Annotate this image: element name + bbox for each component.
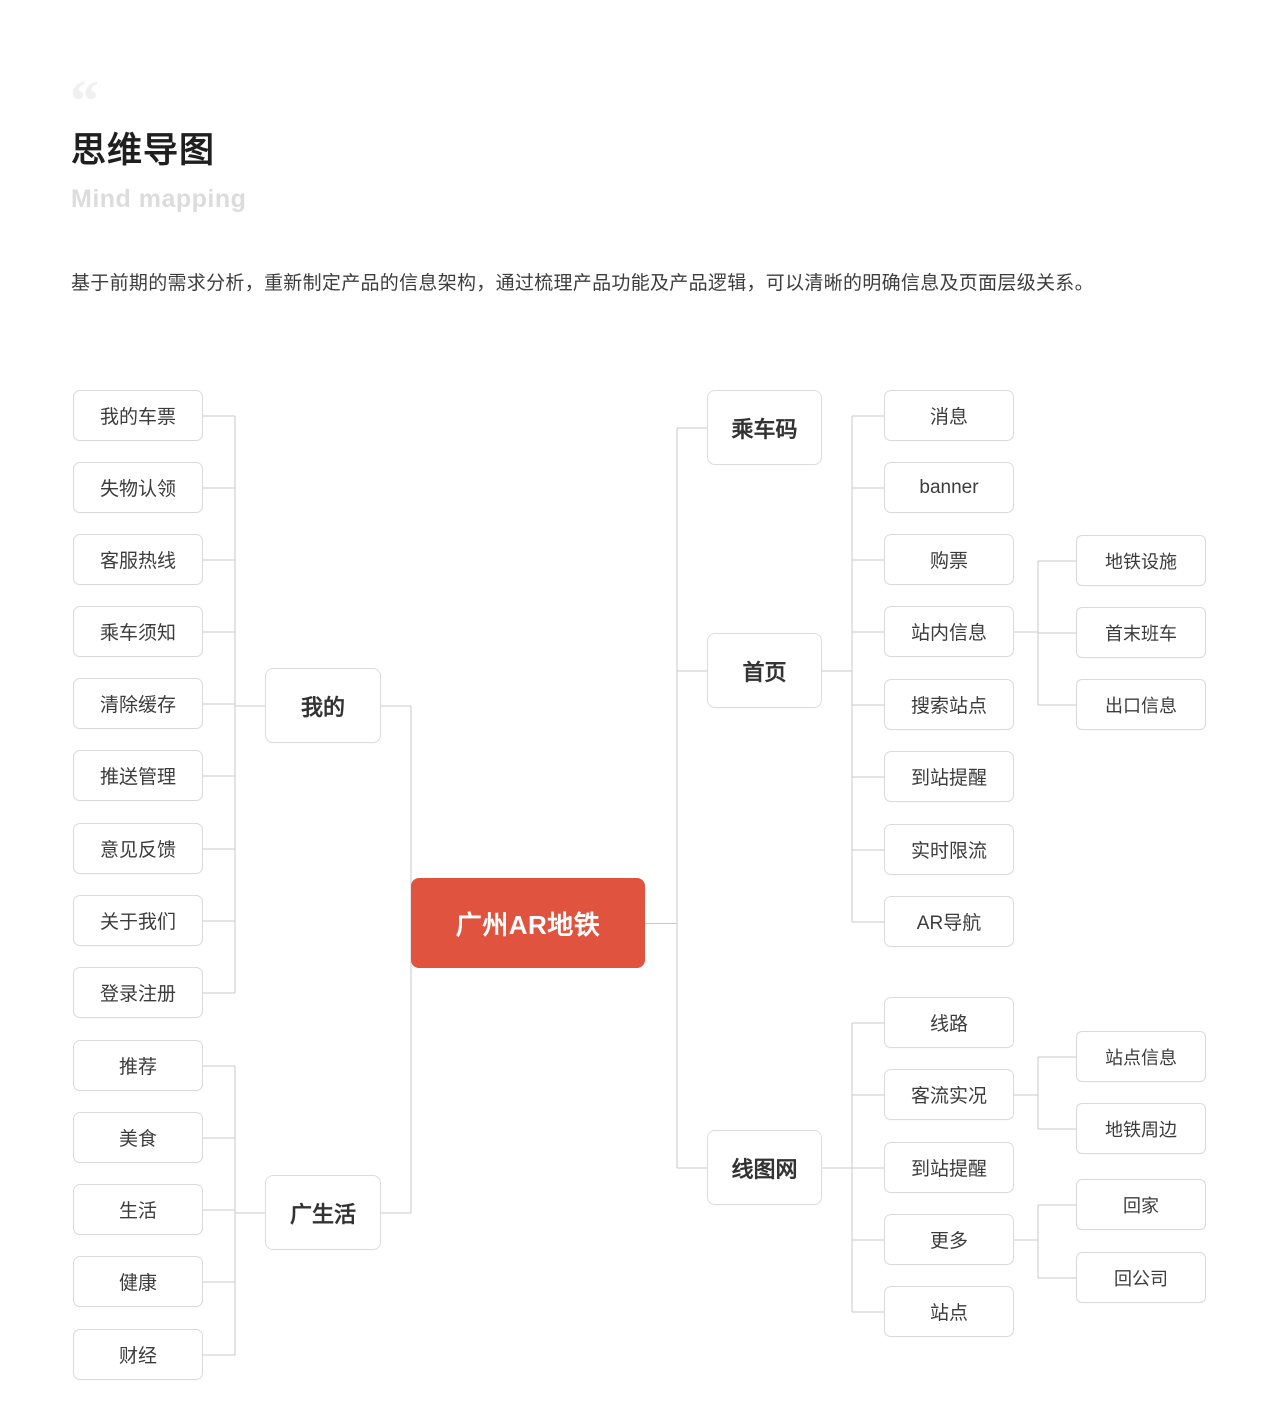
node-客流实况[interactable]: 客流实况 xyxy=(884,1069,1014,1120)
node-ar导航[interactable]: AR导航 xyxy=(884,896,1014,947)
node-label: 到站提醒 xyxy=(910,1159,987,1180)
node-财经[interactable]: 财经 xyxy=(73,1329,203,1380)
node-我的车票[interactable]: 我的车票 xyxy=(73,390,203,441)
node-登录注册[interactable]: 登录注册 xyxy=(73,967,203,1018)
node-搜索站点[interactable]: 搜索站点 xyxy=(884,679,1014,730)
node-更多[interactable]: 更多 xyxy=(884,1214,1014,1265)
node-健康[interactable]: 健康 xyxy=(73,1256,203,1307)
node-label: 站内信息 xyxy=(910,623,987,644)
node-label: 实时限流 xyxy=(910,841,987,862)
node-首末班车[interactable]: 首末班车 xyxy=(1076,607,1206,658)
node-label: 更多 xyxy=(929,1231,968,1252)
node-label: 推荐 xyxy=(118,1057,157,1078)
node-label: 我的车票 xyxy=(99,407,176,428)
node-消息[interactable]: 消息 xyxy=(884,390,1014,441)
page-description: 基于前期的需求分析，重新制定产品的信息架构，通过梳理产品功能及产品逻辑，可以清晰… xyxy=(71,273,1094,294)
node-到站提醒[interactable]: 到站提醒 xyxy=(884,1142,1014,1193)
root-node-广州ar地铁[interactable]: 广州AR地铁 xyxy=(411,878,645,968)
node-地铁周边[interactable]: 地铁周边 xyxy=(1076,1103,1206,1154)
node-回家[interactable]: 回家 xyxy=(1076,1179,1206,1230)
node-label: 购票 xyxy=(929,551,968,572)
node-label: 财经 xyxy=(118,1346,157,1367)
node-回公司[interactable]: 回公司 xyxy=(1076,1252,1206,1303)
node-label: 线图网 xyxy=(731,1156,798,1182)
node-购票[interactable]: 购票 xyxy=(884,534,1014,585)
node-label: 首页 xyxy=(742,659,787,685)
node-label: 客流实况 xyxy=(910,1086,987,1107)
node-label: 搜索站点 xyxy=(910,696,987,717)
node-label: 清除缓存 xyxy=(99,695,176,716)
node-label: banner xyxy=(919,476,979,498)
node-label: 站点 xyxy=(929,1303,968,1324)
node-label: 乘车码 xyxy=(731,416,798,442)
node-label: 失物认领 xyxy=(99,479,176,500)
node-label: 首末班车 xyxy=(1105,623,1177,644)
node-到站提醒[interactable]: 到站提醒 xyxy=(884,751,1014,802)
node-推荐[interactable]: 推荐 xyxy=(73,1040,203,1091)
node-label: 客服热线 xyxy=(99,551,176,572)
node-label: 回家 xyxy=(1123,1195,1159,1216)
node-label: 意见反馈 xyxy=(99,840,176,861)
node-实时限流[interactable]: 实时限流 xyxy=(884,824,1014,875)
branch-node-首页[interactable]: 首页 xyxy=(707,633,822,708)
node-美食[interactable]: 美食 xyxy=(73,1112,203,1163)
branch-node-乘车码[interactable]: 乘车码 xyxy=(707,390,822,465)
node-推送管理[interactable]: 推送管理 xyxy=(73,750,203,801)
node-清除缓存[interactable]: 清除缓存 xyxy=(73,678,203,729)
node-生活[interactable]: 生活 xyxy=(73,1184,203,1235)
node-label: 我的 xyxy=(300,694,345,720)
node-站点[interactable]: 站点 xyxy=(884,1286,1014,1337)
node-label: 回公司 xyxy=(1114,1268,1168,1289)
branch-node-我的[interactable]: 我的 xyxy=(265,668,381,743)
node-label: 消息 xyxy=(929,407,968,428)
node-意见反馈[interactable]: 意见反馈 xyxy=(73,823,203,874)
node-label: 乘车须知 xyxy=(99,623,176,644)
node-label: 地铁设施 xyxy=(1105,551,1177,572)
node-客服热线[interactable]: 客服热线 xyxy=(73,534,203,585)
node-出口信息[interactable]: 出口信息 xyxy=(1076,679,1206,730)
node-线路[interactable]: 线路 xyxy=(884,997,1014,1048)
double-quote-icon: “ xyxy=(70,68,99,133)
node-label: 线路 xyxy=(929,1014,968,1035)
node-label: 到站提醒 xyxy=(910,768,987,789)
node-关于我们[interactable]: 关于我们 xyxy=(73,895,203,946)
node-label: 推送管理 xyxy=(99,767,176,788)
node-乘车须知[interactable]: 乘车须知 xyxy=(73,606,203,657)
node-label: 地铁周边 xyxy=(1105,1119,1177,1140)
node-失物认领[interactable]: 失物认领 xyxy=(73,462,203,513)
node-label: 关于我们 xyxy=(99,912,176,933)
node-地铁设施[interactable]: 地铁设施 xyxy=(1076,535,1206,586)
branch-node-线图网[interactable]: 线图网 xyxy=(707,1130,822,1205)
node-label: AR导航 xyxy=(916,913,982,934)
node-label: 生活 xyxy=(118,1201,157,1222)
node-label: 广生活 xyxy=(289,1201,356,1227)
node-label: 站点信息 xyxy=(1105,1047,1177,1068)
page-subtitle: Mind mapping xyxy=(71,185,247,213)
branch-node-广生活[interactable]: 广生活 xyxy=(265,1175,381,1250)
page-title: 思维导图 xyxy=(71,131,216,170)
node-label: 登录注册 xyxy=(99,984,176,1005)
node-label: 广州AR地铁 xyxy=(455,909,601,940)
node-banner[interactable]: banner xyxy=(884,462,1014,513)
node-站内信息[interactable]: 站内信息 xyxy=(884,606,1014,657)
node-站点信息[interactable]: 站点信息 xyxy=(1076,1031,1206,1082)
node-label: 美食 xyxy=(118,1129,157,1150)
node-label: 健康 xyxy=(118,1273,157,1294)
node-label: 出口信息 xyxy=(1105,695,1177,716)
